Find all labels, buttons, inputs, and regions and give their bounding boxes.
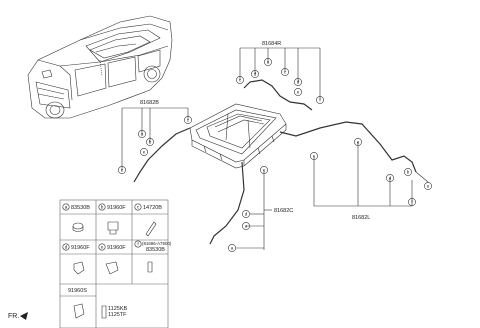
bolt-icon bbox=[101, 305, 107, 319]
bracket-81682c bbox=[236, 170, 272, 250]
callout-a-2 bbox=[138, 130, 146, 138]
bracket-81684r bbox=[239, 47, 321, 100]
label-81684r: 81684R bbox=[262, 41, 281, 47]
svg-text:e: e bbox=[101, 245, 104, 250]
grommet-icon bbox=[72, 222, 84, 230]
callout-e-2 bbox=[140, 148, 148, 156]
callout-d-4 bbox=[386, 174, 394, 182]
callout-d-1 bbox=[251, 70, 259, 78]
label-81682l: 81682L bbox=[352, 215, 370, 221]
svg-text:a: a bbox=[231, 246, 234, 251]
callout-f-1 bbox=[316, 96, 324, 104]
callout-c-1 bbox=[236, 76, 244, 84]
label-81682c: 81682C bbox=[274, 208, 293, 214]
svg-text:a: a bbox=[245, 224, 248, 229]
svg-text:b: b bbox=[149, 140, 152, 145]
label-81682b: 81682B bbox=[140, 100, 159, 106]
svg-text:a: a bbox=[267, 60, 270, 65]
svg-text:c: c bbox=[137, 205, 140, 210]
svg-text:83530B: 83530B bbox=[146, 247, 165, 253]
grommet-2-icon bbox=[147, 261, 153, 273]
callout-c-3 bbox=[184, 116, 192, 124]
callout-e-4 bbox=[354, 138, 362, 146]
callout-d-2 bbox=[294, 78, 302, 86]
legend-d: d 91960F bbox=[62, 243, 90, 275]
callout-d-3 bbox=[242, 210, 250, 218]
svg-text:91960F: 91960F bbox=[71, 245, 90, 251]
bracket-81682b bbox=[121, 107, 189, 170]
callout-c-2 bbox=[281, 68, 289, 76]
callout-b-2 bbox=[404, 168, 412, 176]
svg-text:c: c bbox=[239, 78, 242, 83]
svg-text:14720B: 14720B bbox=[143, 205, 162, 211]
svg-text:91960F: 91960F bbox=[107, 205, 126, 211]
svg-text:(81696-A7500): (81696-A7500) bbox=[142, 241, 172, 246]
front-arrow-icon bbox=[20, 312, 28, 320]
callout-a-4 bbox=[228, 244, 236, 252]
callout-c-5 bbox=[310, 152, 318, 160]
legend-c: c 14720B bbox=[134, 203, 162, 237]
legend-table bbox=[59, 199, 169, 328]
svg-text:e: e bbox=[297, 90, 300, 95]
legend-e: e 91960F bbox=[98, 243, 126, 275]
svg-text:d: d bbox=[297, 80, 300, 85]
legend-bolt-part-1: 1125KB bbox=[108, 306, 127, 312]
svg-text:f: f bbox=[319, 98, 321, 103]
svg-text:d: d bbox=[65, 245, 68, 250]
legend-clip-part: 91960S bbox=[68, 288, 87, 294]
svg-text:b: b bbox=[101, 205, 104, 210]
callout-f-2 bbox=[408, 198, 416, 206]
svg-text:e: e bbox=[427, 184, 430, 189]
svg-text:c: c bbox=[313, 154, 316, 159]
callouts: c d a c d e f c a b e e c d a a c e bbox=[118, 58, 432, 252]
svg-text:d: d bbox=[254, 72, 257, 77]
callout-e-1 bbox=[294, 88, 302, 96]
legend-bolt-part-2: 1125TF bbox=[108, 312, 127, 318]
callout-e-5 bbox=[424, 182, 432, 190]
legend-b: b 91960F bbox=[98, 203, 126, 235]
clip-s-icon bbox=[73, 303, 85, 319]
callout-b-1 bbox=[146, 138, 154, 146]
svg-text:e: e bbox=[121, 168, 124, 173]
sunroof-frame bbox=[189, 103, 287, 169]
svg-text:f: f bbox=[137, 242, 139, 247]
callout-a-1 bbox=[264, 58, 272, 66]
hose-clip-2-icon bbox=[105, 261, 119, 275]
callout-a-3 bbox=[242, 222, 250, 230]
svg-text:c: c bbox=[284, 70, 287, 75]
svg-text:e: e bbox=[143, 150, 146, 155]
legend-a: a 83530B bbox=[62, 203, 90, 232]
bracket-81682l bbox=[313, 142, 413, 207]
svg-text:c: c bbox=[263, 168, 266, 173]
callout-c-4 bbox=[260, 166, 268, 174]
svg-text:83530B: 83530B bbox=[71, 205, 90, 211]
hose-clip-icon bbox=[73, 261, 85, 275]
svg-text:f: f bbox=[411, 200, 413, 205]
drain-hoses bbox=[133, 79, 417, 245]
svg-text:c: c bbox=[187, 118, 190, 123]
svg-text:d: d bbox=[389, 176, 392, 181]
svg-text:a: a bbox=[141, 132, 144, 137]
front-marker: FR. bbox=[8, 313, 19, 320]
callout-e-3 bbox=[118, 166, 126, 174]
svg-text:91960F: 91960F bbox=[107, 245, 126, 251]
vehicle-illustration bbox=[27, 15, 173, 119]
svg-text:b: b bbox=[407, 170, 410, 175]
svg-text:a: a bbox=[65, 205, 68, 210]
plug-icon bbox=[145, 221, 157, 237]
svg-text:e: e bbox=[357, 140, 360, 145]
legend-f: f (81696-A7500) 83530B bbox=[134, 240, 172, 273]
clip-icon bbox=[107, 221, 119, 231]
svg-text:d: d bbox=[245, 212, 248, 217]
